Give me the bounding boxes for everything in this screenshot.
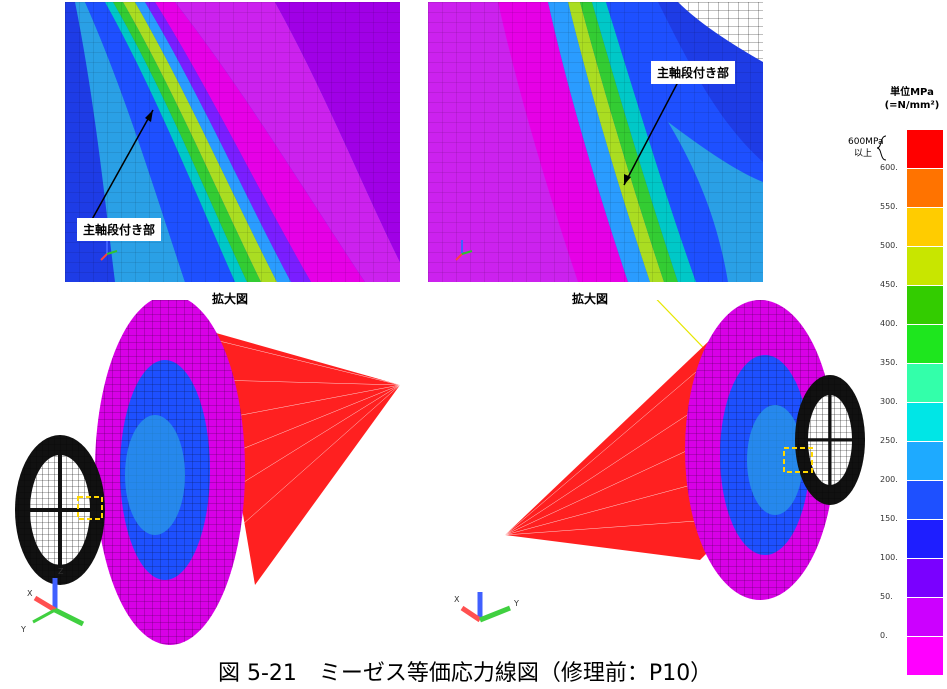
legend-swatch [907,559,943,598]
legend-tick-label: 400. [880,319,898,328]
svg-text:Z: Z [58,567,64,576]
legend-tick-label: 200. [880,475,898,484]
highlight-box-right [783,447,813,473]
legend-over-label: 600MPa 以上 [848,136,883,160]
legend-swatch [907,325,943,364]
legend-title: 単位MPa (=N/mm²) [880,86,944,112]
legend-tick-label: 300. [880,397,898,406]
legend-swatch [907,442,943,481]
legend-over-label-line2: 以上 [854,149,873,159]
legend-swatch [907,403,943,442]
legend-tick-label: 100. [880,553,898,562]
legend-unit: 単位MPa [890,87,934,98]
legend-swatch [907,130,943,169]
legend-tick-label: 250. [880,436,898,445]
legend-swatch [907,520,943,559]
highlight-box-left [77,496,103,520]
zoom-right-caption: 拡大図 [572,292,609,306]
zoom-right-callout: 主軸段付き部 [651,61,736,84]
zoom-right-stress-plot [428,2,763,282]
legend-swatch [907,169,943,208]
svg-text:Y: Y [20,625,26,634]
legend-swatch [907,286,943,325]
legend-tick-label: 0. [880,631,888,640]
model-left [15,300,401,645]
legend-swatch [907,208,943,247]
svg-text:X: X [27,589,33,598]
zoom-left-caption: 拡大図 [212,292,249,306]
legend-swatch [907,481,943,520]
legend-unit-note: (=N/mm²) [884,100,940,111]
svg-text:X: X [454,595,460,604]
legend-tick-label: 600. [880,163,898,172]
model-right [504,300,865,600]
legend-swatch [907,598,943,637]
fea-models: Z X Y X Y [15,300,865,645]
legend-tick-label: 150. [880,514,898,523]
legend-tick-label: 550. [880,202,898,211]
legend-tick-label: 450. [880,280,898,289]
legend-swatch [907,247,943,286]
legend-bracket [876,135,887,161]
legend-over-label-line1: 600MPa [848,137,884,147]
legend-swatch [907,364,943,403]
axis-triad-left: Z X Y [20,567,85,634]
legend-tick-label: 50. [880,592,893,601]
axis-triad-right: X Y [454,592,519,623]
zoom-image-right [428,2,763,282]
legend-color-bar [907,130,943,676]
zoom-left-callout: 主軸段付き部 [77,218,162,241]
figure-caption: 図 5-21 ミーゼス等価応力線図（修理前：P10） [218,661,713,686]
legend-tick-label: 350. [880,358,898,367]
svg-text:Y: Y [513,599,519,608]
legend-swatch [907,637,943,676]
legend-tick-label: 500. [880,241,898,250]
